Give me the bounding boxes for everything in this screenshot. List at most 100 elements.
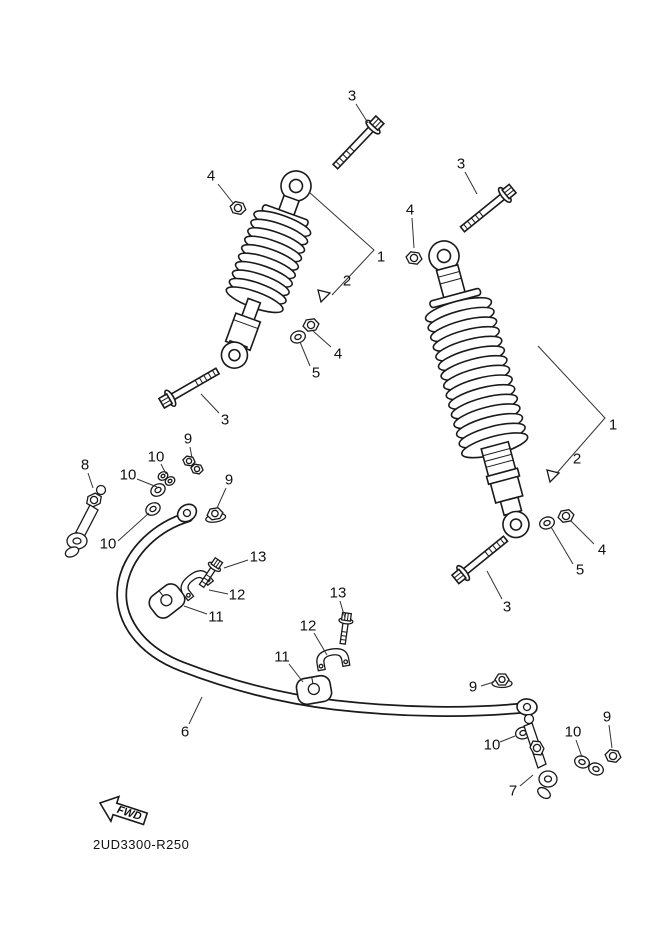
callout-leader-line — [486, 570, 503, 600]
coil-spring — [225, 210, 312, 314]
reference-line-left — [308, 191, 375, 296]
callout-label-5: 5 — [312, 365, 320, 382]
callout-label-3: 3 — [457, 156, 465, 173]
washer-front-link-upper — [147, 480, 169, 500]
callout-label-1: 1 — [377, 249, 385, 266]
callout-leader-line — [313, 632, 328, 656]
callout-label-3: 3 — [348, 88, 356, 105]
callout-label-2: 2 — [573, 451, 581, 468]
callout-label-9: 9 — [184, 431, 192, 448]
stabilizer-bar-rear-eye — [516, 698, 538, 716]
mount-bolt-top-left — [328, 112, 388, 174]
stabilizer-bar-front-eye — [176, 503, 198, 523]
callout-leader-line — [550, 526, 574, 565]
coil-spring — [424, 296, 529, 459]
callout-label-9: 9 — [225, 472, 233, 489]
washer-right-bottom — [537, 514, 557, 532]
callout-leader-line — [189, 446, 193, 459]
right-shock-absorber — [424, 240, 530, 539]
callout-leader-line — [216, 487, 227, 509]
hex-nut-left-bottom — [301, 317, 321, 333]
callout-label-12: 12 — [300, 618, 317, 635]
callout-leader-line — [299, 341, 311, 367]
link-ball-stud-top — [523, 713, 535, 725]
stabilizer-bar — [116, 503, 538, 717]
callout-leader-line — [411, 217, 415, 249]
callout-label-10: 10 — [148, 449, 165, 466]
left-stabilizer-link — [64, 484, 107, 558]
callout-label-5: 5 — [576, 562, 584, 579]
view-arrow-mark-right — [546, 469, 561, 484]
callout-label-13: 13 — [330, 585, 347, 602]
link-ball-stud-top — [95, 484, 107, 496]
link-end-cap — [64, 546, 80, 558]
callout-label-10: 10 — [120, 467, 137, 484]
callout-leader-line — [223, 559, 249, 569]
flange-nut-front — [205, 506, 227, 523]
fwd-arrow-icon — [98, 795, 149, 826]
shock-top-eye-hole — [288, 178, 304, 194]
stabilizer-bushing-rear — [295, 674, 333, 706]
hex-nut-right-top — [404, 250, 424, 266]
callout-label-3: 3 — [503, 599, 511, 616]
callout-label-4: 4 — [598, 542, 606, 559]
mount-bolt-bottom-left — [156, 362, 223, 412]
shock-bottom-eye-hole — [509, 518, 523, 531]
reference-line-right — [537, 345, 606, 475]
callout-label-12: 12 — [229, 587, 246, 604]
callout-label-8: 8 — [81, 457, 89, 474]
callout-leader-line — [570, 520, 595, 545]
callout-layer: 3412453341245381010991013121161312119107… — [81, 88, 617, 800]
callout-leader-line — [519, 774, 534, 787]
callout-leader-line — [117, 512, 150, 542]
callout-label-10: 10 — [100, 536, 117, 553]
callout-leader-line — [87, 472, 94, 489]
callout-label-6: 6 — [181, 724, 189, 741]
callout-label-11: 11 — [274, 649, 290, 666]
left-shock-absorber — [220, 170, 312, 369]
callout-leader-line — [575, 739, 583, 758]
mount-bolt-top-right — [456, 180, 520, 238]
callout-label-1: 1 — [609, 417, 617, 434]
callout-label-4: 4 — [406, 202, 414, 219]
callout-leader-line — [200, 393, 220, 414]
callout-leader-line — [188, 696, 203, 725]
callout-leader-line — [608, 724, 613, 749]
callout-label-2: 2 — [343, 273, 351, 290]
right-stabilizer-link — [523, 713, 558, 800]
stabilizer-bracket-rear — [316, 648, 351, 672]
callout-label-13: 13 — [250, 549, 267, 566]
callout-leader-line — [208, 589, 229, 595]
fwd-indicator: FWD — [98, 795, 149, 826]
callout-leader-line — [183, 605, 208, 615]
stabilizer-bushing-front — [148, 583, 186, 619]
callout-leader-line — [355, 103, 369, 124]
callout-label-3: 3 — [221, 412, 229, 429]
view-arrow-mark-left — [317, 289, 332, 304]
callout-label-4: 4 — [207, 168, 215, 185]
part-code: 2UD3300-R250 — [93, 837, 189, 852]
callout-label-9: 9 — [603, 709, 611, 726]
callout-label-4: 4 — [334, 346, 342, 363]
callout-leader-line — [312, 330, 332, 348]
hex-nut-rear — [603, 748, 623, 764]
hex-nut-right-bottom — [556, 508, 576, 524]
callout-label-9: 9 — [469, 679, 477, 696]
callout-label-10: 10 — [565, 724, 582, 741]
callout-leader-line — [288, 663, 304, 683]
callout-leader-line — [480, 681, 495, 687]
callout-label-10: 10 — [484, 737, 501, 754]
link-rod — [75, 504, 99, 538]
callout-leader-line — [217, 183, 234, 204]
shock-bottom-eye-hole — [228, 348, 241, 362]
callout-leader-line — [464, 171, 478, 195]
link-end-cap — [537, 786, 551, 800]
hex-nut-left-top — [228, 200, 248, 216]
callout-leader-line — [160, 463, 167, 475]
callout-leader-line — [339, 600, 346, 619]
washer-left-bottom — [288, 328, 308, 346]
preload-adjuster-ring — [485, 467, 521, 486]
shock-top-eye-hole — [436, 248, 452, 264]
